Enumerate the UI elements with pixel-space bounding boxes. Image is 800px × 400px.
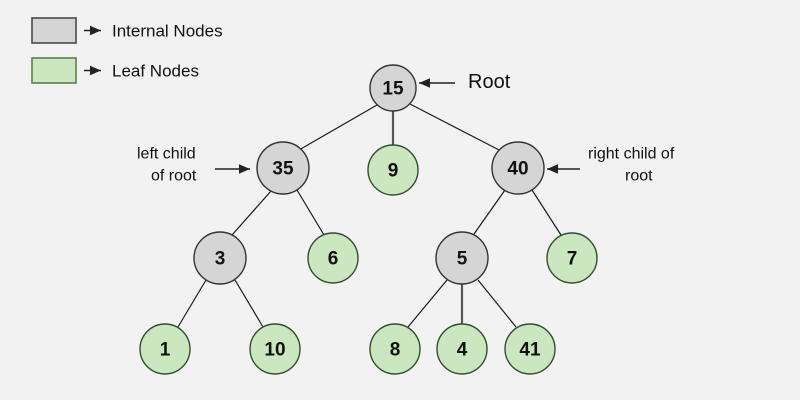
legend-swatch-leaf <box>31 57 77 84</box>
node-label-15: 15 <box>382 79 404 100</box>
node-label-5: 5 <box>457 249 468 270</box>
right-child-annotation-line2: root <box>625 168 653 185</box>
node-shape-9[interactable] <box>367 144 419 196</box>
legend: Internal Nodes Leaf Nodes <box>31 17 223 84</box>
node-shape-10[interactable] <box>249 323 301 375</box>
left-child-annotation-line2: of root <box>151 168 197 185</box>
node-shape-35[interactable] <box>256 141 310 195</box>
node-shape-3[interactable] <box>193 231 247 285</box>
tree-node-8[interactable]: 8 <box>369 323 421 375</box>
legend-item-internal: Internal Nodes <box>31 17 223 44</box>
root-annotation-label: Root <box>468 71 511 93</box>
tree-node-3[interactable]: 3 <box>193 231 247 285</box>
tree-nodes: 15 35 9 40 3 6 <box>139 64 598 375</box>
legend-label-internal: Internal Nodes <box>112 22 223 41</box>
node-label-1: 1 <box>160 340 171 361</box>
node-shape-1[interactable] <box>139 323 191 375</box>
node-label-8: 8 <box>390 340 401 361</box>
node-shape-4[interactable] <box>436 323 488 375</box>
node-shape-7[interactable] <box>546 232 598 284</box>
node-label-9: 9 <box>388 161 399 182</box>
legend-label-leaf: Leaf Nodes <box>112 62 199 81</box>
edge-40-5 <box>473 189 506 235</box>
node-label-4: 4 <box>457 340 468 361</box>
tree-node-6[interactable]: 6 <box>307 232 359 284</box>
tree-node-41[interactable]: 41 <box>504 323 556 375</box>
annotation-root: Root <box>419 71 511 93</box>
tree-node-15[interactable]: 15 <box>369 64 417 112</box>
node-label-7: 7 <box>567 249 578 270</box>
edge-5-8 <box>407 279 448 328</box>
tree-edges <box>177 103 562 328</box>
node-label-6: 6 <box>328 249 339 270</box>
edge-40-7 <box>531 189 562 236</box>
tree-node-9[interactable]: 9 <box>367 144 419 196</box>
node-shape-5[interactable] <box>435 231 489 285</box>
tree-node-4[interactable]: 4 <box>436 323 488 375</box>
right-child-annotation-line1: right child of <box>588 146 675 163</box>
edge-3-10 <box>234 279 264 328</box>
node-shape-41[interactable] <box>504 323 556 375</box>
node-label-3: 3 <box>215 249 226 270</box>
edge-5-41 <box>477 279 517 328</box>
node-label-40: 40 <box>507 159 528 180</box>
edge-35-6 <box>296 189 325 236</box>
edge-3-1 <box>177 279 207 328</box>
edge-15-35 <box>298 104 378 151</box>
legend-item-leaf: Leaf Nodes <box>31 57 199 84</box>
tree-node-35[interactable]: 35 <box>256 141 310 195</box>
tree-node-5[interactable]: 5 <box>435 231 489 285</box>
node-label-35: 35 <box>272 159 294 180</box>
node-shape-6[interactable] <box>307 232 359 284</box>
annotation-left-child: left child of root <box>137 146 250 185</box>
edge-35-3 <box>231 190 272 236</box>
tree-node-10[interactable]: 10 <box>249 323 301 375</box>
legend-swatch-internal <box>31 17 77 44</box>
tree-node-40[interactable]: 40 <box>491 141 545 195</box>
left-child-annotation-line1: left child <box>137 146 196 163</box>
node-label-10: 10 <box>264 340 285 361</box>
tree-node-7[interactable]: 7 <box>546 232 598 284</box>
tree-node-1[interactable]: 1 <box>139 323 191 375</box>
edge-15-40 <box>409 103 502 152</box>
annotation-right-child: right child of root <box>547 146 675 185</box>
node-label-41: 41 <box>519 340 541 361</box>
node-shape-40[interactable] <box>491 141 545 195</box>
node-shape-15[interactable] <box>369 64 417 112</box>
node-shape-8[interactable] <box>369 323 421 375</box>
